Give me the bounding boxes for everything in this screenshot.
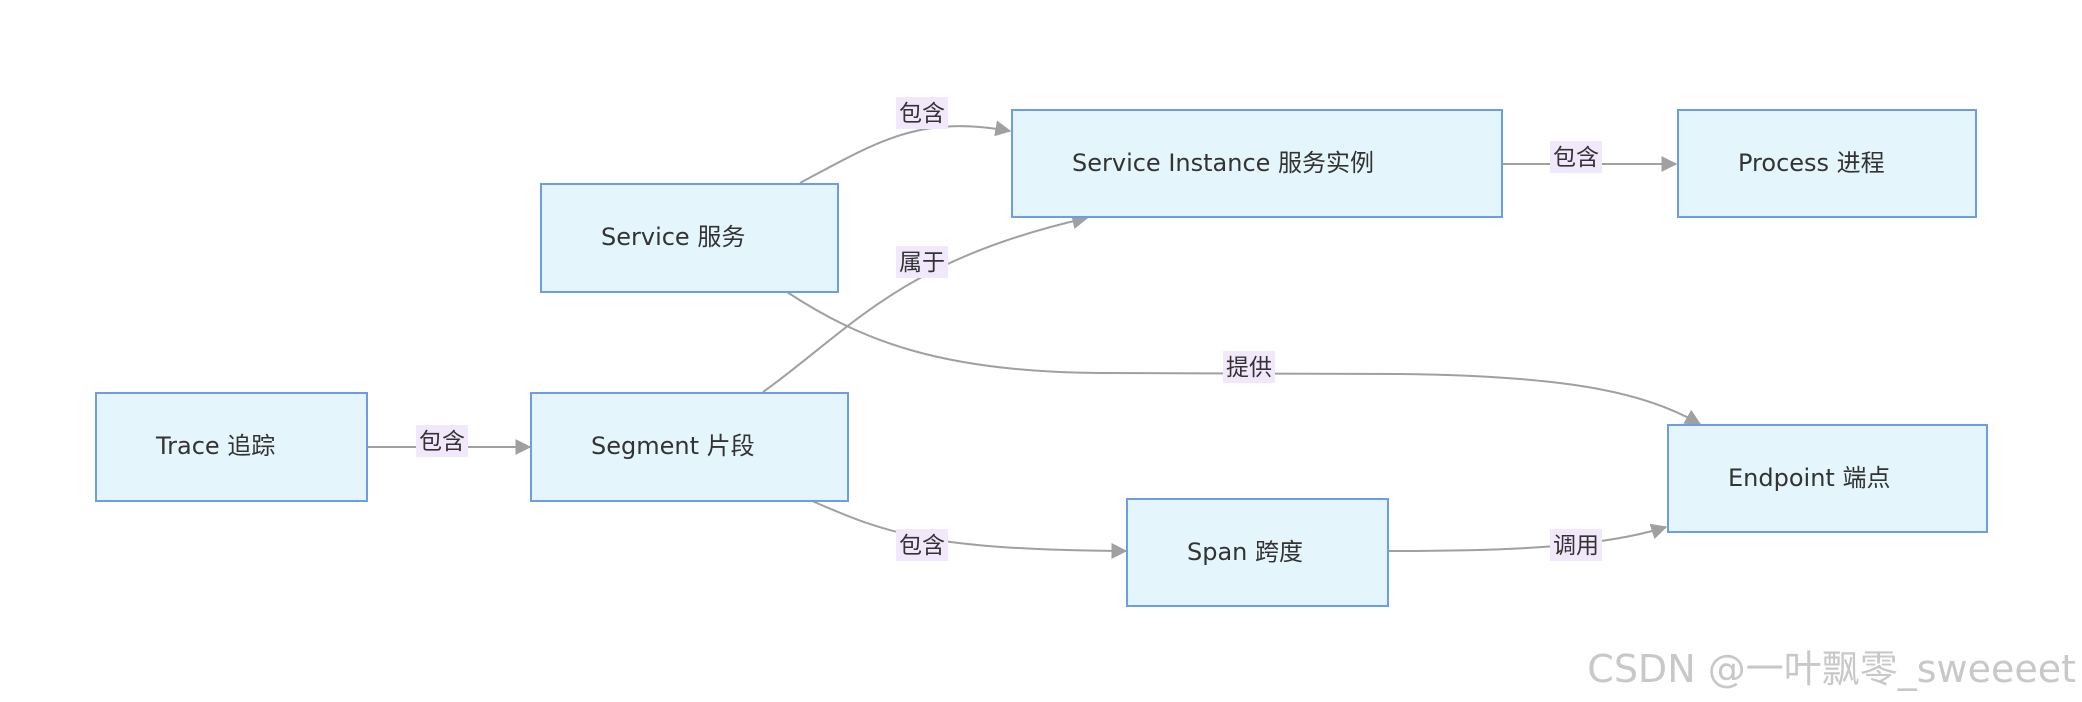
edge-label-trace-segment: 包含 [416, 425, 468, 457]
svg-text:包含: 包含 [899, 101, 945, 127]
svg-text:Process 进程: Process 进程 [1738, 149, 1885, 177]
node-span: Span 跨度 [1126, 498, 1389, 607]
node-process: Process 进程 [1677, 109, 1977, 218]
node-trace: Trace 追踪 [95, 392, 368, 502]
svg-text:Service 服务: Service 服务 [601, 223, 745, 251]
edge-label-segment-span: 包含 [896, 529, 948, 561]
svg-text:Endpoint 端点: Endpoint 端点 [1728, 464, 1890, 492]
node-service: Service 服务 [540, 183, 839, 293]
svg-text:提供: 提供 [1226, 355, 1272, 381]
svg-text:Trace 追踪: Trace 追踪 [155, 432, 275, 460]
svg-text:Service Instance 服务实例: Service Instance 服务实例 [1072, 149, 1374, 177]
node-segment: Segment 片段 [530, 392, 849, 502]
svg-text:Span 跨度: Span 跨度 [1187, 538, 1303, 566]
svg-text:调用: 调用 [1553, 533, 1599, 559]
node-endpoint: Endpoint 端点 [1667, 424, 1988, 533]
svg-text:包含: 包含 [899, 533, 945, 559]
edge-service-endpoint [786, 291, 1702, 425]
edge-label-service-instance: 包含 [896, 97, 948, 129]
edge-span-endpoint [1387, 523, 1668, 552]
edge-label-segment-instance: 属于 [896, 246, 948, 278]
svg-text:包含: 包含 [419, 429, 465, 455]
edge-service-instance [799, 120, 1012, 184]
node-service-instance: Service Instance 服务实例 [1011, 109, 1503, 218]
svg-text:包含: 包含 [1553, 145, 1599, 171]
edge-label-service-endpoint: 提供 [1223, 351, 1275, 383]
edge-label-instance-process: 包含 [1550, 141, 1602, 173]
svg-text:Segment 片段: Segment 片段 [591, 432, 755, 460]
edge-segment-instance [762, 213, 1089, 393]
edge-segment-span [811, 500, 1128, 559]
watermark-text: CSDN @一叶飘零_sweeeet [1587, 647, 2076, 691]
svg-text:属于: 属于 [899, 250, 945, 276]
edge-label-span-endpoint: 调用 [1550, 529, 1602, 561]
